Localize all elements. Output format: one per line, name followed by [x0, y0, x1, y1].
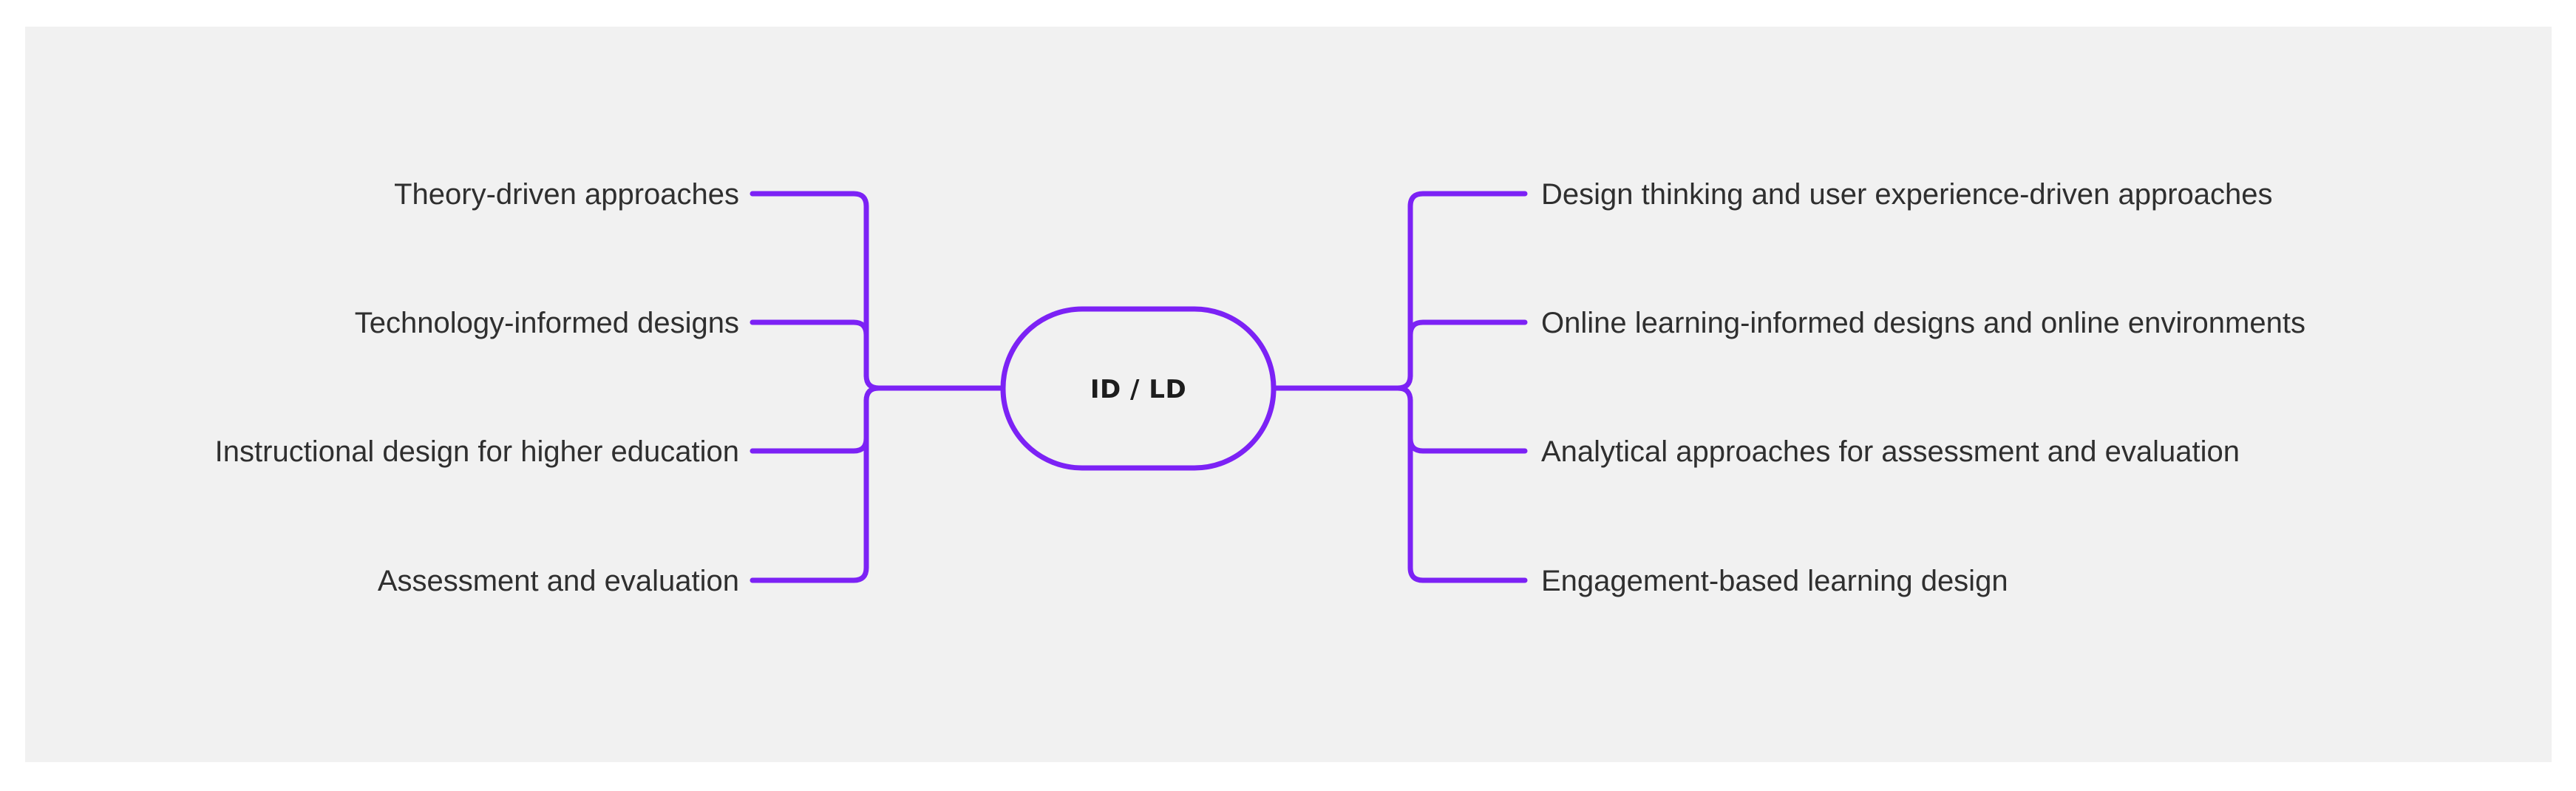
right-connector-3 [1407, 398, 1528, 454]
left-branch-label-1[interactable]: Theory-driven approaches [394, 178, 739, 211]
center-node-label: ID / LD [1090, 375, 1186, 404]
right-connector-4 [1407, 398, 1528, 583]
left-trunk-lower [863, 385, 882, 404]
right-branch-label-1[interactable]: Design thinking and user experience-driv… [1541, 178, 2273, 211]
right-trunk-upper [1271, 373, 1413, 391]
center-node-shape [1000, 306, 1277, 471]
left-connector-1 [750, 191, 869, 378]
left-connector-4 [750, 398, 869, 583]
right-labels: Design thinking and user experience-driv… [1541, 178, 2305, 597]
right-connector-1 [1407, 191, 1528, 378]
left-branch-label-4[interactable]: Assessment and evaluation [378, 565, 739, 597]
left-labels: Theory-driven approaches Technology-info… [215, 178, 739, 597]
right-connector-group [1271, 191, 1528, 583]
left-connector-2 [750, 319, 869, 378]
right-branch-label-3[interactable]: Analytical approaches for assessment and… [1541, 435, 2240, 468]
right-branch-label-2[interactable]: Online learning-informed designs and onl… [1541, 307, 2305, 339]
left-branch-label-2[interactable]: Technology-informed designs [355, 307, 739, 339]
left-connector-group [750, 191, 1006, 583]
left-branch-label-3[interactable]: Instructional design for higher educatio… [215, 435, 739, 468]
right-connector-2 [1407, 319, 1528, 378]
right-trunk-lower [1395, 385, 1413, 404]
diagram-panel [25, 27, 2552, 762]
center-node[interactable]: ID / LD [1000, 306, 1277, 471]
left-connector-3 [750, 398, 869, 454]
right-branch-label-4[interactable]: Engagement-based learning design [1541, 565, 2008, 597]
left-trunk-upper [863, 373, 1006, 391]
